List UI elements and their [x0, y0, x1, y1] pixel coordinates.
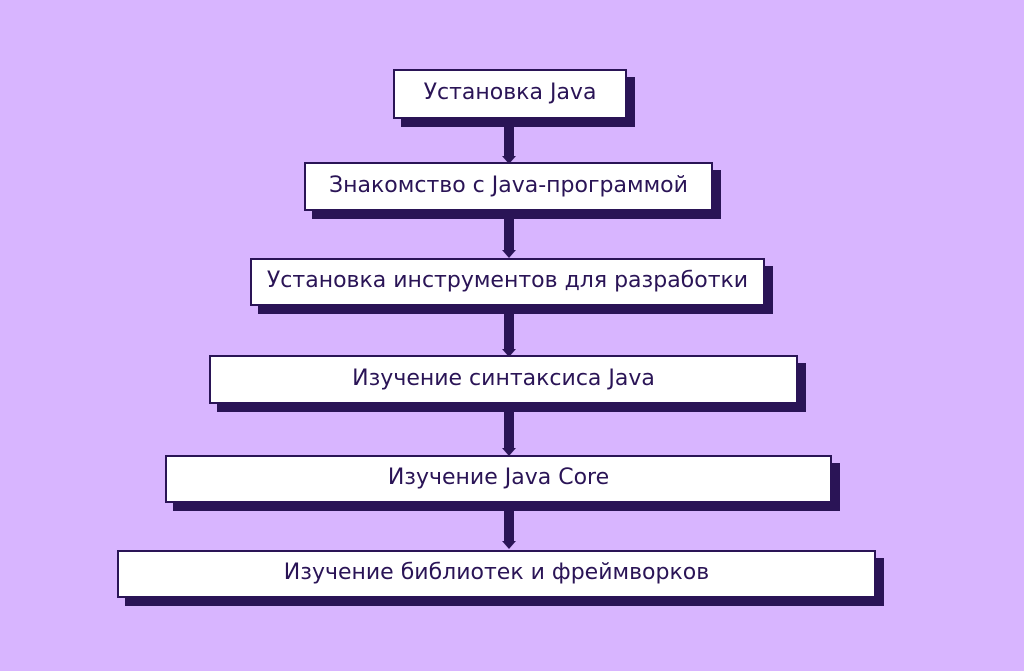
step-label: Изучение библиотек и фреймворков [283, 560, 710, 585]
step-label: Знакомство с Java-программой [329, 172, 688, 198]
step-libraries-frameworks: Изучение библиотек и фреймворков [117, 550, 876, 598]
connector-line [504, 211, 514, 251]
step-label: Установка инструментов для разработки [266, 268, 749, 293]
step-java-core: Изучение Java Core [165, 455, 832, 503]
arrow-down-icon [502, 250, 516, 258]
arrow-down-icon [502, 541, 516, 549]
connector-line [504, 119, 514, 157]
step-label: Изучение синтаксиса Java [352, 365, 655, 391]
arrow-down-icon [502, 156, 516, 164]
step-java-syntax: Изучение синтаксиса Java [209, 355, 798, 404]
arrow-down-icon [502, 448, 516, 456]
connector-line [504, 404, 514, 449]
arrow-down-icon [502, 349, 516, 357]
step-java-program-intro: Знакомство с Java-программой [304, 162, 713, 211]
step-label: Изучение Java Core [387, 465, 610, 490]
step-label: Установка Java [423, 80, 597, 105]
connector-line [504, 306, 514, 350]
step-install-dev-tools: Установка инструментов для разработки [250, 258, 765, 306]
connector-line [504, 503, 514, 542]
step-install-java: Установка Java [393, 69, 627, 119]
